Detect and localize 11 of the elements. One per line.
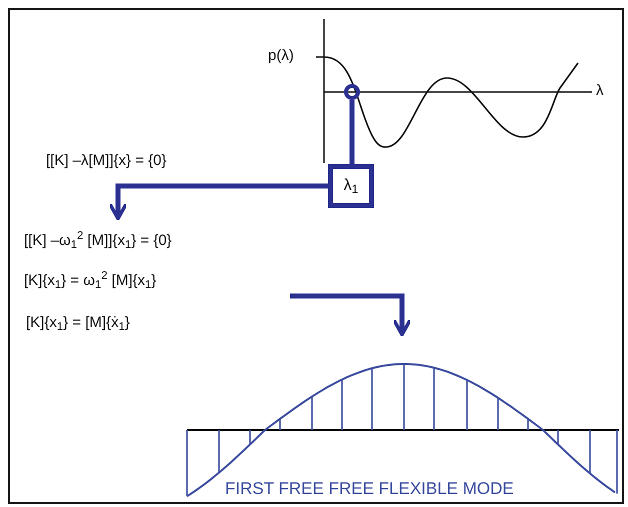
axis-label: p(λ) [268, 47, 294, 64]
arrow [290, 294, 412, 336]
equation-text: [K]{x$_{1}$} = ω$_{1}$$^{2}$ [M]{x$_{1}$} [24, 272, 156, 289]
eigenvalue-box [328, 164, 374, 208]
axis-label: λ [596, 82, 604, 99]
eigenvalue-label: λ$_{1}$ [344, 176, 358, 198]
connector-line [350, 100, 354, 164]
arrow [108, 184, 328, 220]
equation-text: [[K] –ω$_{1}$$^{2}$ [M]]{x$_{1}$} = {0} [24, 232, 172, 249]
equation-text: [K]{x$_{1}$} = [M]{ẋ$_{1}$} [26, 314, 130, 331]
equation-text: [[K] –λ[M]]{x} = {0} [46, 152, 166, 169]
